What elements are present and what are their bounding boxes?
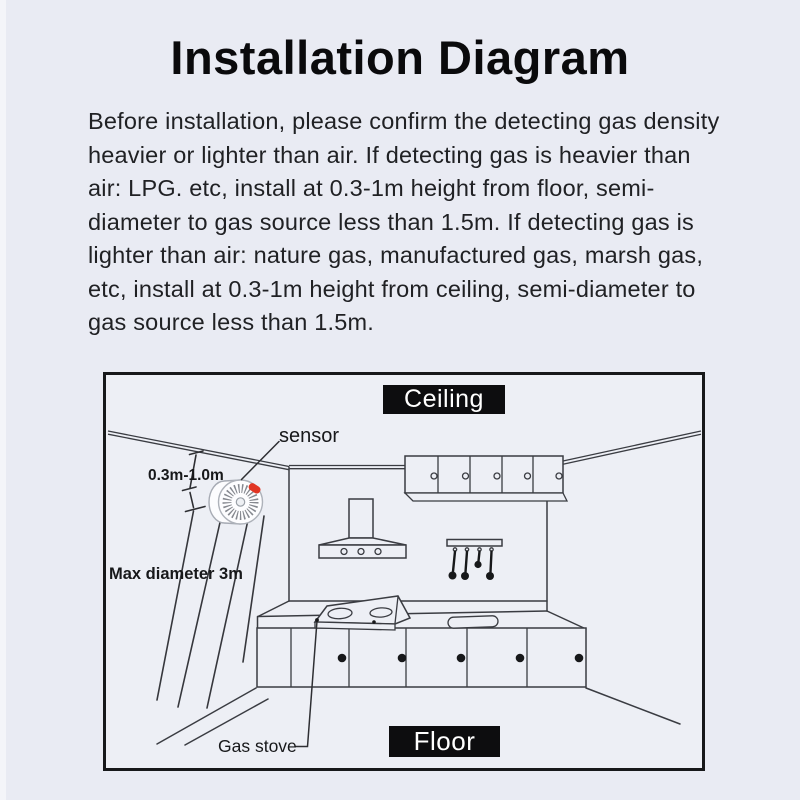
upper-cabinets [403, 455, 569, 502]
sensor-device-icon [208, 479, 264, 525]
page-edge-highlight [0, 0, 6, 800]
max-diameter-label: Max diameter 3m [109, 565, 243, 583]
utensil-rack-icon [446, 538, 503, 580]
height-range-label: 0.3m-1.0m [148, 467, 224, 484]
intro-line: Before installation, please confirm the … [88, 108, 720, 134]
intro-line: heavier or lighter than air. If detectin… [88, 141, 691, 168]
floor-label: Floor [389, 726, 500, 757]
intro-paragraph: Before installation, please confirm the … [88, 105, 748, 340]
sensor-pointer-line [240, 440, 280, 481]
intro-line: gas source less than 1.5m. [88, 309, 375, 335]
room-outline [107, 430, 702, 612]
gas-stove-label: Gas stove [218, 736, 297, 756]
intro-line: lighter than air: nature gas, manufactur… [88, 242, 704, 268]
intro-line: diameter to gas source less than 1.5m. I… [88, 208, 694, 235]
sensor-label: sensor [279, 425, 340, 447]
gas-stove-icon [313, 595, 412, 631]
kitchen-counter [256, 600, 587, 688]
detection-range-lines [156, 510, 265, 709]
intro-line: etc, install at 0.3-1m height from ceili… [88, 275, 696, 302]
sink-icon [447, 615, 499, 629]
page-title: Installation Diagram [170, 31, 630, 84]
range-hood-icon [318, 498, 407, 559]
ceiling-label: Ceiling [383, 385, 505, 414]
intro-line: air: LPG. etc, install at 0.3-1m height … [88, 175, 655, 201]
gas-stove-pointer-line [295, 618, 319, 748]
